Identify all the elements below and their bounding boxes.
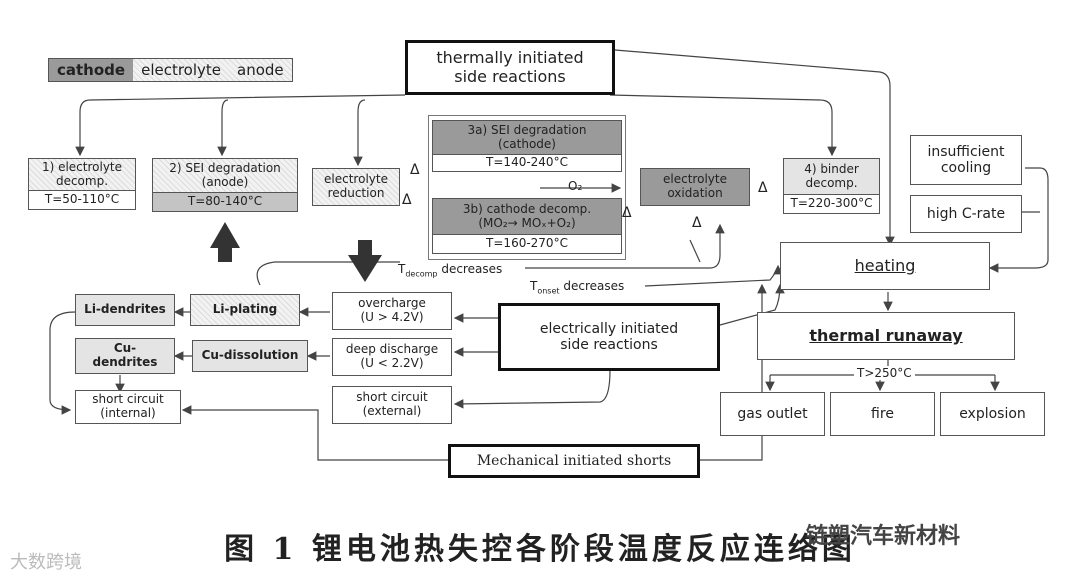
heating-box: heating <box>780 242 990 290</box>
sei-anode-temp: T=80-140°C <box>153 193 297 211</box>
short-internal-box: short circuit (internal) <box>75 390 181 424</box>
t-decomp-label: Tdecomp decreases <box>398 262 503 279</box>
t-gt-250-label: T>250°C <box>854 366 915 380</box>
t-onset-label: Tonset decreases <box>530 279 625 296</box>
sei-cathode-box: 3a) SEI degradation (cathode) T=140-240°… <box>432 120 622 172</box>
electrolyte-reduction-box: electrolyte reduction <box>312 168 400 206</box>
delta-5: Δ <box>758 180 768 196</box>
explosion-box: explosion <box>940 392 1045 436</box>
electrolyte-decomp-title: 1) electrolyte decomp. <box>29 159 135 191</box>
electrolyte-oxidation-box: electrolyte oxidation <box>640 168 750 206</box>
figure-caption: 图 1 锂电池热失控各阶段温度反应连络图 <box>224 532 856 567</box>
cu-dendrites-box: Cu- dendrites <box>75 338 175 374</box>
deep-discharge-box: deep discharge (U < 2.2V) <box>332 338 452 376</box>
watermark-right: 链塑汽车新材料 <box>806 524 961 549</box>
legend-anode: anode <box>229 59 292 81</box>
delta-2: Δ <box>410 162 420 178</box>
cu-dissolution-box: Cu-dissolution <box>192 340 308 372</box>
legend-electrolyte: electrolyte <box>133 59 230 81</box>
down-arrow-icon <box>348 240 382 282</box>
short-external-box: short circuit (external) <box>332 386 452 424</box>
cathode-decomp-title: 3b) cathode decomp. (MO₂→ MOₓ+O₂) <box>433 199 621 235</box>
fire-box: fire <box>830 392 935 436</box>
delta-3: Δ <box>622 205 632 221</box>
binder-decomp-box: 4) binder decomp. T=220-300°C <box>783 158 880 214</box>
legend-cathode: cathode <box>49 59 134 81</box>
gas-outlet-box: gas outlet <box>720 392 825 436</box>
binder-decomp-title: 4) binder decomp. <box>784 159 879 195</box>
legend: cathode electrolyte anode <box>48 58 293 82</box>
sei-anode-box: 2) SEI degradation (anode) T=80-140°C <box>152 158 298 212</box>
up-arrow-icon <box>210 222 240 262</box>
electrical-header: electrically initiated side reactions <box>498 303 720 371</box>
sei-anode-title: 2) SEI degradation (anode) <box>153 159 297 193</box>
binder-decomp-temp: T=220-300°C <box>790 196 873 211</box>
insufficient-cooling-box: insufficient cooling <box>910 135 1022 185</box>
overcharge-box: overcharge (U > 4.2V) <box>332 292 452 330</box>
thermal-header: thermally initiated side reactions <box>405 40 615 95</box>
li-plating-box: Li-plating <box>190 294 300 326</box>
delta-4: Δ <box>692 215 702 231</box>
watermark-left: 大数跨境 <box>10 552 82 573</box>
cathode-decomp-temp: T=160-270°C <box>486 236 568 251</box>
mechanical-header: Mechanical initiated shorts <box>448 444 700 478</box>
sei-cathode-title: 3a) SEI degradation (cathode) <box>433 121 621 155</box>
electrolyte-decomp-box: 1) electrolyte decomp. T=50-110°C <box>28 158 136 210</box>
thermal-runaway-box: thermal runaway <box>757 312 1015 360</box>
delta-1: Δ <box>402 192 412 208</box>
o2-label: O₂ <box>568 179 583 193</box>
li-dendrites-box: Li-dendrites <box>75 294 175 326</box>
high-c-rate-box: high C-rate <box>910 195 1022 233</box>
cathode-group <box>428 115 626 260</box>
cathode-decomp-box: 3b) cathode decomp. (MO₂→ MOₓ+O₂) T=160-… <box>432 198 622 254</box>
electrolyte-decomp-temp: T=50-110°C <box>44 192 120 207</box>
sei-cathode-temp: T=140-240°C <box>486 155 568 170</box>
